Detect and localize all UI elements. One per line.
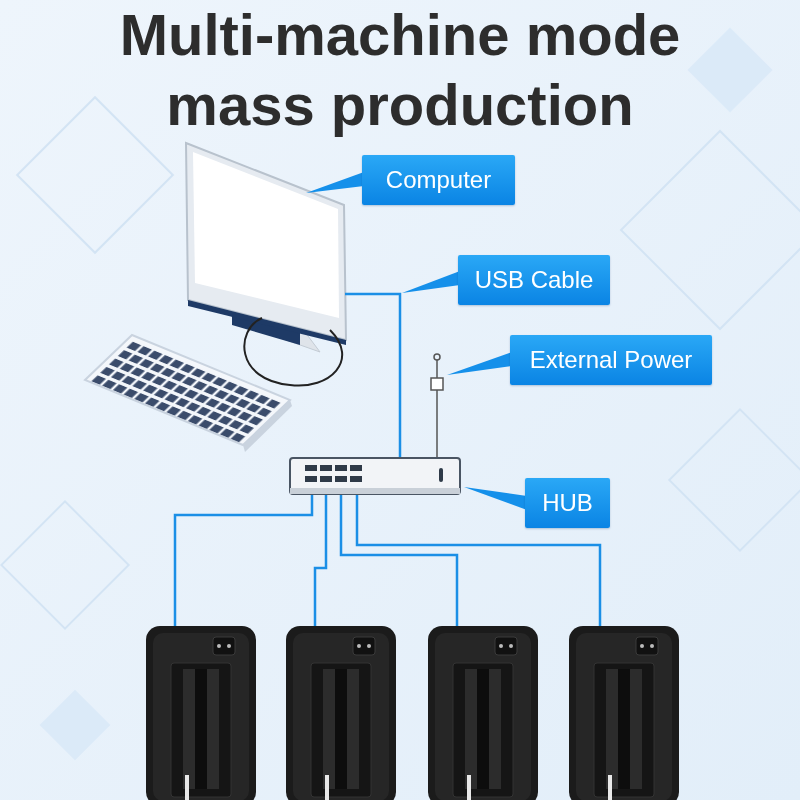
usb-cable bbox=[357, 484, 600, 628]
callout-box: Computer bbox=[362, 155, 515, 205]
callout-tail bbox=[464, 487, 527, 510]
background-decor bbox=[1, 97, 800, 628]
keyboard-keys bbox=[89, 340, 283, 444]
usb-cable bbox=[345, 294, 400, 462]
callout-tail bbox=[306, 172, 364, 193]
power-plug bbox=[431, 378, 443, 390]
power-terminal bbox=[434, 354, 440, 360]
hub-port bbox=[350, 476, 362, 482]
keyboard-base bbox=[85, 335, 290, 445]
programmer bbox=[286, 626, 396, 800]
key-grid bbox=[89, 340, 283, 444]
monitor-bezel bbox=[188, 300, 346, 345]
programmer bbox=[569, 626, 679, 800]
callout-tail bbox=[447, 352, 512, 375]
callout-label: USB Cable bbox=[475, 267, 594, 293]
hub-port bbox=[305, 465, 317, 471]
programmer bbox=[146, 626, 256, 800]
decor-diamond bbox=[1, 501, 128, 628]
callout-label: External Power bbox=[530, 347, 693, 373]
decor-diamond bbox=[669, 409, 800, 550]
hub-port bbox=[335, 465, 347, 471]
monitor-screen bbox=[193, 152, 339, 318]
hub-edge bbox=[290, 488, 460, 494]
hub-port bbox=[320, 476, 332, 482]
callout-box: HUB bbox=[525, 478, 610, 528]
keyboard-cable bbox=[244, 318, 342, 386]
power-input bbox=[431, 354, 443, 462]
callout-label: HUB bbox=[542, 490, 593, 516]
hub-device bbox=[290, 458, 460, 494]
hub-port bbox=[320, 465, 332, 471]
usb-cable bbox=[341, 484, 457, 628]
hub-port bbox=[335, 476, 347, 482]
decor-diamond bbox=[40, 690, 111, 761]
callout-label: Computer bbox=[386, 167, 491, 193]
callout-box: External Power bbox=[510, 335, 712, 385]
callout-tails bbox=[306, 172, 527, 510]
decor-diamond bbox=[17, 97, 173, 253]
callout-box: USB Cable bbox=[458, 255, 610, 305]
usb-cable bbox=[175, 484, 312, 628]
hub-led bbox=[439, 468, 443, 482]
power-wire bbox=[436, 360, 438, 462]
decor-diamond bbox=[688, 28, 773, 113]
hub-ports bbox=[305, 465, 362, 482]
callout-tail bbox=[402, 271, 460, 293]
diagram-title: Multi-machine mode mass production bbox=[80, 0, 720, 140]
usb-cable bbox=[315, 484, 326, 628]
hub-port bbox=[350, 465, 362, 471]
keyboard bbox=[85, 335, 292, 452]
programmer bbox=[428, 626, 538, 800]
decor-diamond bbox=[621, 131, 800, 329]
hub-port bbox=[305, 476, 317, 482]
monitor bbox=[186, 143, 346, 352]
hub-body bbox=[290, 458, 460, 494]
